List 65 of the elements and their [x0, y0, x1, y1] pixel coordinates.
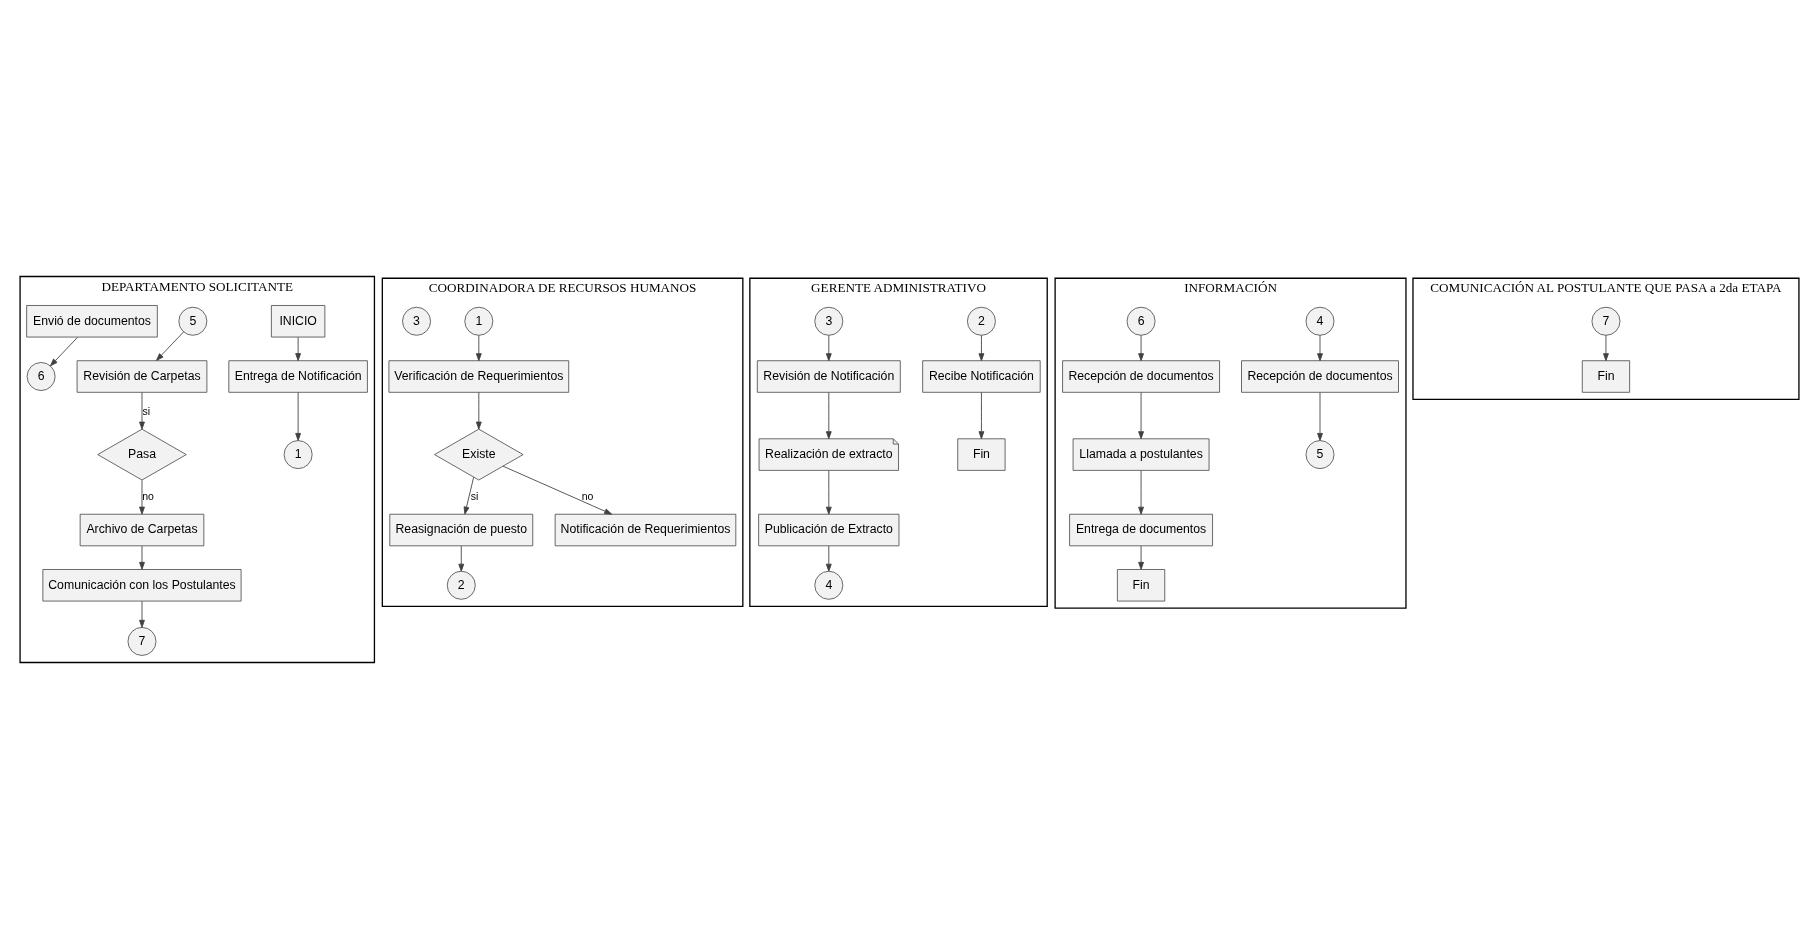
arrow	[825, 469, 832, 515]
node-box: INICIO	[270, 304, 326, 337]
arrow	[475, 391, 482, 429]
arrow	[1138, 469, 1144, 515]
node-box: Revisión de Notificación	[756, 359, 901, 393]
node-circle: 7	[127, 626, 157, 656]
node-box: Fin	[1116, 568, 1166, 601]
node-diamond: Existe	[434, 428, 524, 480]
node-circle: 6	[1126, 306, 1156, 336]
node-circle: 1	[464, 306, 494, 336]
arrow	[825, 391, 832, 439]
arrow	[825, 334, 832, 361]
arrow	[139, 391, 145, 429]
arrow	[1317, 334, 1323, 361]
node-box: Notificación de Requerimientos	[554, 513, 737, 546]
node-box: Recibe Notificación	[922, 359, 1041, 393]
node-box: Comunicación con los Postulantes	[42, 568, 242, 601]
edge-label: no	[142, 489, 154, 502]
node-box: Entrega de Notificación	[228, 359, 368, 393]
edge-label: no	[581, 489, 594, 502]
arrow	[502, 465, 613, 515]
arrow	[458, 545, 465, 572]
node-circle: 5	[178, 306, 208, 336]
arrow	[978, 334, 985, 361]
node-circle: 4	[814, 570, 844, 600]
node-box: Archivo de Carpetas	[79, 513, 205, 546]
node-circle: 1	[283, 439, 313, 469]
node-box: Recepción de documentos	[1062, 359, 1220, 393]
node-box: Entrega de documentos	[1069, 513, 1213, 546]
node-diamond: Pasa	[97, 428, 187, 480]
node-circle: 2	[966, 306, 996, 336]
node-circle: 3	[814, 306, 844, 336]
arrow	[139, 600, 145, 628]
edge-label: si	[470, 489, 479, 502]
edge-label: si	[142, 404, 151, 417]
node-circle: 3	[402, 306, 431, 336]
node-circle: 2	[446, 570, 476, 600]
arrow	[475, 334, 482, 361]
node-box: Verificación de Requerimientos	[388, 359, 570, 393]
arrow	[1138, 545, 1144, 570]
arrow	[1138, 334, 1144, 361]
arrow	[978, 391, 985, 439]
arrow	[825, 545, 832, 572]
arrow	[1138, 391, 1144, 439]
arrow	[1603, 334, 1609, 361]
node-box: Envió de documentos	[26, 304, 158, 337]
arrow	[463, 476, 475, 515]
node-circle: 5	[1305, 439, 1335, 469]
node-box: Llamada a postulantes	[1072, 437, 1210, 471]
node-box: Fin	[957, 437, 1006, 471]
arrow	[139, 545, 145, 570]
node-box: Revisión de Carpetas	[76, 359, 208, 393]
node-circle: 4	[1305, 306, 1335, 336]
arrow	[156, 331, 184, 361]
node-box: Reasignación de puesto	[389, 513, 534, 546]
arrow	[50, 336, 78, 366]
arrow	[139, 479, 145, 515]
node-circle: 7	[1591, 306, 1621, 336]
arrow	[295, 391, 301, 441]
arrow	[1317, 391, 1323, 441]
node-circle: 6	[26, 361, 56, 391]
arrow	[295, 336, 301, 361]
node-box: Publicación de Extracto	[758, 513, 900, 546]
node-box: Recepción de documentos	[1241, 359, 1399, 393]
node-box: Fin	[1581, 359, 1631, 393]
